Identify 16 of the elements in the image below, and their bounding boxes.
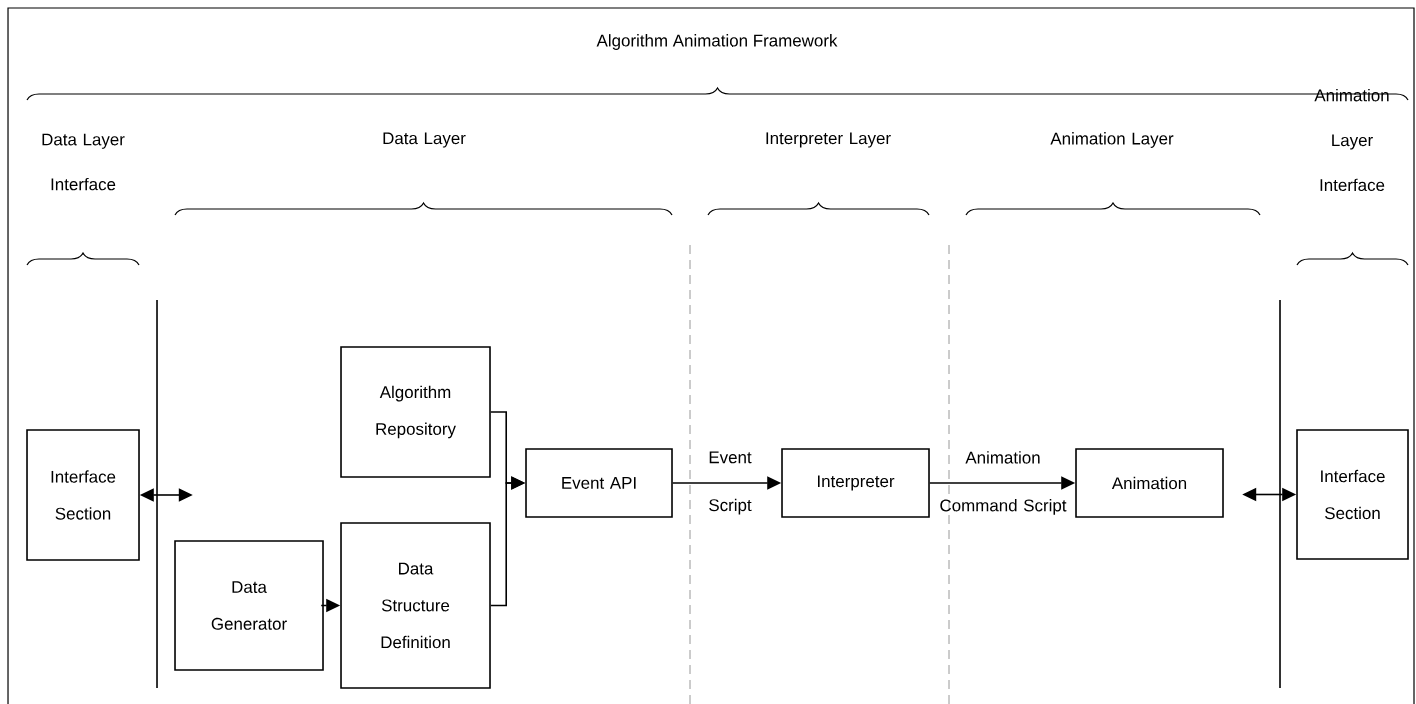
process-box: Event API xyxy=(525,448,673,518)
layer-label: Animation Layer xyxy=(1050,132,1174,148)
process-box: Interpreter xyxy=(781,448,930,518)
process-box: Algorithm Repository xyxy=(340,346,491,478)
process-box: Data Generator xyxy=(174,540,324,671)
layer-label: Data Layer xyxy=(383,132,466,148)
edge-label: Animation Command Script xyxy=(940,451,1067,515)
process-box: Interface Section xyxy=(26,429,140,561)
title: Algorithm Animation Framework xyxy=(596,34,838,50)
process-box: Data Structure Definition xyxy=(340,522,491,689)
edge-label: Event Script xyxy=(709,451,752,515)
process-box: Animation xyxy=(1075,448,1224,518)
layer-label: Animation Layer Interface xyxy=(1314,88,1389,192)
process-box: Interface Section xyxy=(1296,429,1409,560)
layer-label: Interpreter Layer xyxy=(766,132,891,148)
layer-label: Data Layer Interface xyxy=(42,133,125,191)
